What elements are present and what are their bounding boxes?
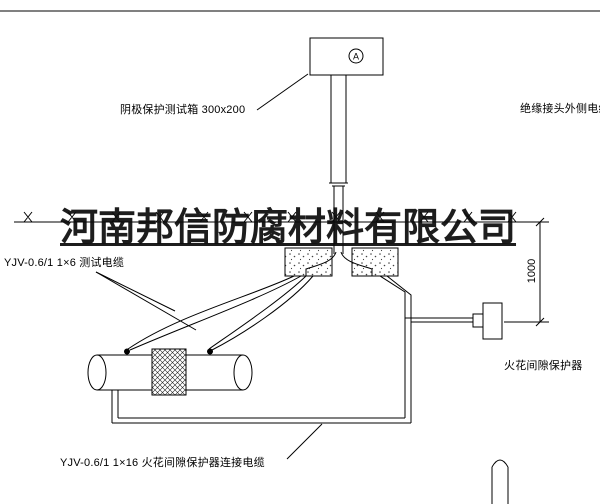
leader-lines bbox=[95, 73, 323, 460]
label-dimension: 1000 bbox=[526, 258, 538, 284]
label-connect-cable: YJV-0.6/1 1×16 火花间隙保护器连接电缆 bbox=[60, 457, 265, 469]
test-cables bbox=[127, 275, 314, 351]
protector-cables bbox=[111, 275, 473, 424]
test-box: A bbox=[309, 37, 384, 76]
spark-gap-protector bbox=[472, 302, 503, 340]
label-outer-cable: 绝缘接头外侧电缆 bbox=[520, 103, 600, 115]
label-test-cable: YJV-0.6/1 1×6 测试电缆 bbox=[4, 257, 125, 269]
cable-fanout bbox=[305, 251, 373, 276]
cable-terminals bbox=[124, 348, 213, 355]
concrete-blocks bbox=[284, 247, 399, 277]
dimension-1000 bbox=[504, 217, 549, 327]
ground-line bbox=[14, 211, 524, 223]
watermark: 河南邦信防腐材料有限公司 bbox=[60, 207, 517, 249]
insulating-joint bbox=[151, 348, 187, 396]
meter-symbol: A bbox=[348, 48, 364, 64]
riser-pipe-icon bbox=[491, 459, 509, 504]
grade-marks-icon bbox=[23, 211, 517, 223]
meter-symbol-letter: A bbox=[353, 52, 359, 62]
label-test-box: 阴极保护测试箱 300x200 bbox=[120, 104, 246, 116]
conduit bbox=[329, 75, 348, 254]
label-spark-protector: 火花间隙保护器 bbox=[504, 360, 583, 372]
